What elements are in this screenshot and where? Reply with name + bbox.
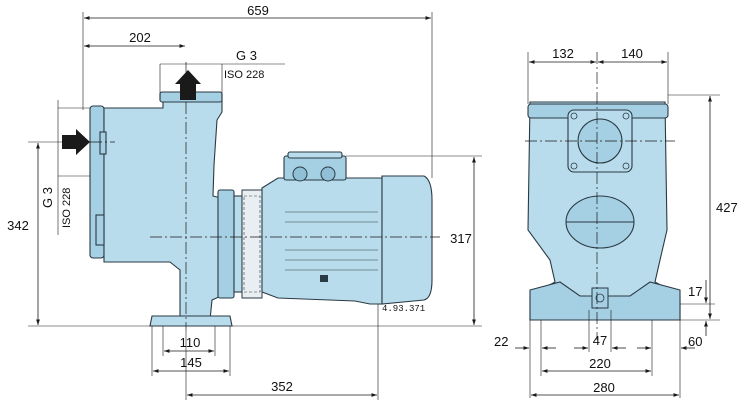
- pump-casing: [89, 91, 233, 327]
- dim-foot-height: 17: [688, 284, 702, 299]
- fan-guard-grille: [243, 195, 261, 293]
- dim-right-half: 140: [621, 46, 643, 61]
- dim-suction-to-outlet: 202: [129, 30, 151, 45]
- dim-foot-inner: 110: [180, 335, 201, 350]
- dim-base-width: 280: [593, 380, 615, 395]
- drain-boss: [591, 287, 609, 309]
- dim-center-slot: 47: [593, 333, 607, 348]
- outlet-standard: ISO 228: [224, 69, 264, 81]
- inlet-standard: ISO 228: [61, 188, 73, 228]
- motor-body: [261, 177, 383, 305]
- casing-body: [103, 99, 223, 321]
- bracket-plate: [217, 189, 235, 299]
- cable-gland-left: [292, 166, 308, 182]
- dim-foot-holes: 220: [589, 356, 611, 371]
- inlet-flow-arrow: [62, 129, 90, 155]
- motor-end-cover: [381, 175, 433, 305]
- dim-height: 342: [7, 218, 29, 233]
- drain-plug: [95, 214, 105, 246]
- outlet-thread: G 3: [236, 48, 257, 63]
- cable-gland-right: [320, 166, 336, 182]
- flange-bolt: [570, 162, 578, 170]
- outlet-flow-arrow: [175, 70, 201, 100]
- drawing-code: 4.93.371: [382, 304, 425, 314]
- dim-foot-right: 60: [688, 334, 702, 349]
- inlet-port: [99, 131, 107, 155]
- drain-hole: [595, 293, 605, 303]
- dim-motor-height: 317: [450, 231, 472, 246]
- dim-foot-outer: 145: [180, 355, 202, 370]
- dim-front-height: 427: [716, 200, 738, 215]
- dim-overall-length: 659: [247, 3, 269, 18]
- electric-motor: [261, 151, 433, 305]
- flange-bolt: [622, 162, 630, 170]
- cooling-fan-guard: [241, 189, 263, 299]
- inlet-thread: G 3: [40, 187, 55, 208]
- side-view: 659 202 G 3 ISO 228 G 3 ISO 228 342 317 …: [7, 3, 482, 400]
- flange-bolt: [570, 112, 578, 120]
- dim-foot-left: 22: [494, 334, 508, 349]
- dim-left-half: 132: [552, 46, 574, 61]
- terminal-box-lid: [287, 151, 343, 159]
- bracket-ring: [233, 195, 243, 293]
- rating-plate: [320, 275, 328, 282]
- flange-bolt: [622, 112, 630, 120]
- casing-foot: [149, 315, 233, 327]
- front-view: 132 140 427 17 22 47 60 220 280: [494, 46, 738, 398]
- dim-foot-to-motor: 352: [271, 379, 293, 394]
- coupling-section: [217, 189, 263, 299]
